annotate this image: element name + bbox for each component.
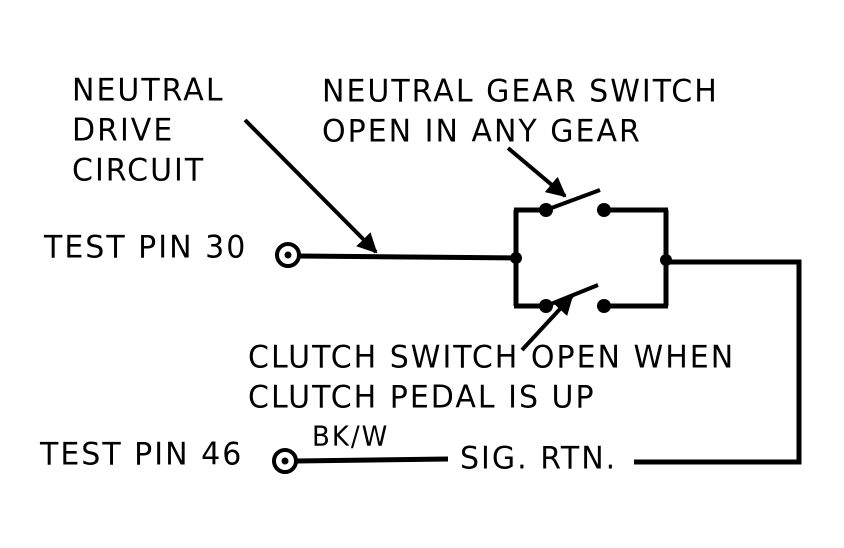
neutral-gear-switch-label: NEUTRAL GEAR SWITCH OPEN IN ANY GEAR <box>322 72 719 152</box>
test-pin-30-label: TEST PIN 30 <box>44 229 248 266</box>
signal-return-wire <box>634 259 802 465</box>
clutch-leader-arrow <box>520 294 574 352</box>
clutch-line-1: CLUTCH SWITCH OPEN WHEN <box>248 339 736 376</box>
clutch-line-2: CLUTCH PEDAL IS UP <box>248 379 596 416</box>
junction-dot-left <box>510 252 522 264</box>
clutch-switch <box>539 283 611 313</box>
neutral-gear-line-2: OPEN IN ANY GEAR <box>322 113 642 150</box>
test-pin-46-terminal <box>272 448 298 474</box>
wire-color-label: BK/W <box>312 421 390 453</box>
bkw-wire <box>295 456 449 464</box>
signal-return-label: SIG. RTN. <box>460 440 618 477</box>
neutral-drive-line-3: CIRCUIT <box>72 152 206 189</box>
neutral-drive-circuit-label: NEUTRAL DRIVE CIRCUIT <box>72 71 225 191</box>
test-pin-46-label: TEST PIN 46 <box>40 436 244 473</box>
neutral-drive-line-1: NEUTRAL <box>72 72 225 109</box>
clutch-switch-label: CLUTCH SWITCH OPEN WHEN CLUTCH PEDAL IS … <box>248 338 735 418</box>
neutral-drive-line-2: DRIVE <box>72 112 175 149</box>
test-pin-30-terminal <box>275 242 301 268</box>
neutral-drive-leader-arrow <box>243 118 378 254</box>
neutral-gear-line-1: NEUTRAL GEAR SWITCH <box>322 73 719 110</box>
neutral-gear-leader-arrow <box>506 146 567 198</box>
neutral-gear-switch <box>539 188 611 217</box>
neutral-drive-wire <box>298 253 517 261</box>
